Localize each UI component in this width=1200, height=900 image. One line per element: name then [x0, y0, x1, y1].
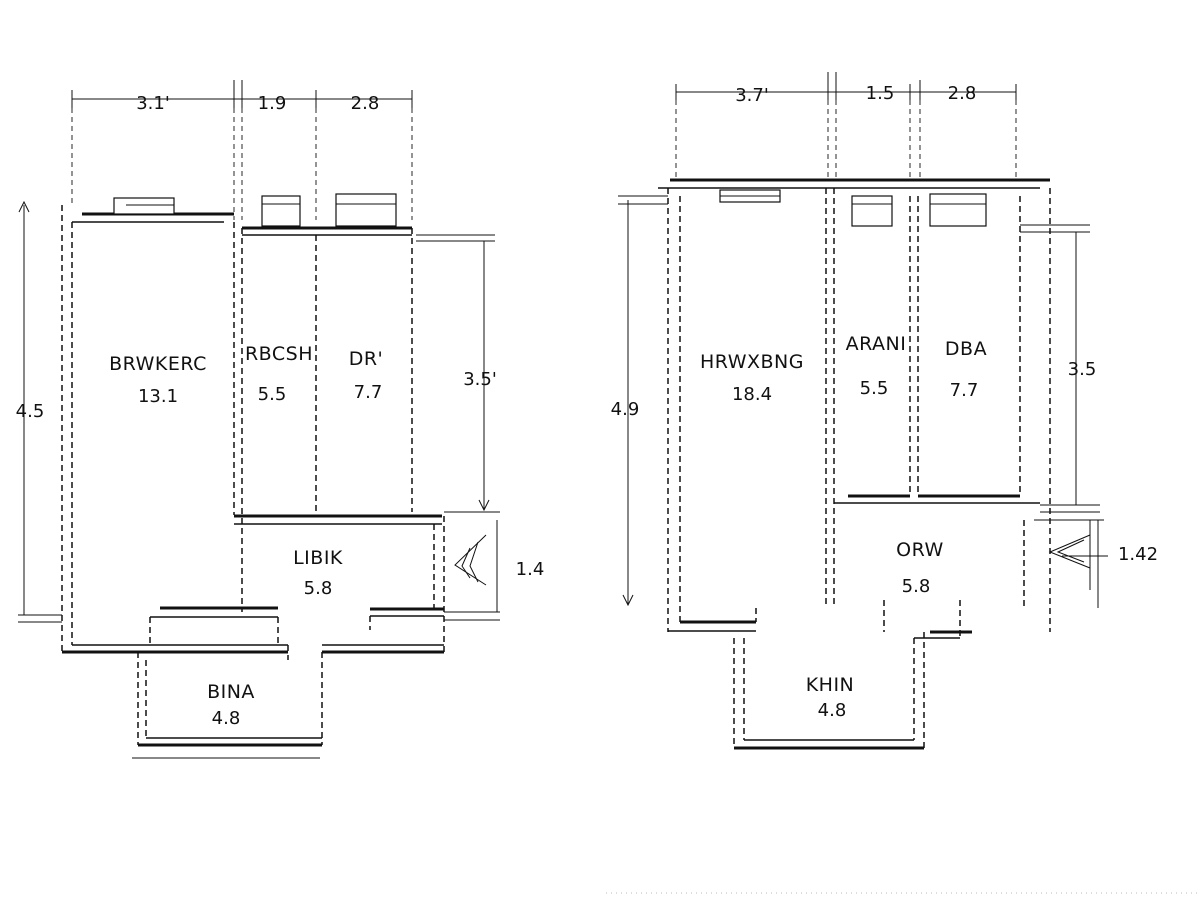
right-right-dimension — [1020, 224, 1104, 608]
right-windows — [719, 189, 987, 227]
dimension-label: 1.4 — [516, 559, 545, 580]
dimension-label: 3.7' — [735, 85, 769, 106]
window-icon — [261, 195, 301, 227]
dimension-label: 2.8 — [948, 83, 977, 104]
dimension-label: 1.9 — [258, 93, 287, 114]
dimension-label: 4.5 — [16, 401, 45, 422]
right-plan-labels: 3.7' 1.5 2.8 4.9 3.5 1.42 HRWXBNG 18.4 A… — [611, 83, 1158, 721]
room-name: RBCSH — [245, 343, 313, 365]
left-plan-labels: 3.1' 1.9 2.8 4.5 3.5' 1.4 BRWKERC 13.1 R… — [16, 93, 545, 729]
dimension-label: 3.5' — [463, 369, 497, 390]
left-door-swing — [454, 534, 487, 586]
dimension-label: 1.5 — [866, 83, 895, 104]
room-area: 5.5 — [860, 378, 889, 399]
room-name: ORW — [896, 539, 944, 561]
room-name: DBA — [945, 338, 987, 360]
right-plan — [606, 72, 1200, 894]
window-icon — [335, 193, 397, 227]
room-area: 18.4 — [732, 384, 772, 405]
room-name: KHIN — [806, 674, 855, 696]
window-icon — [113, 197, 175, 215]
room-name: ARANI — [846, 333, 907, 355]
dimension-label: 2.8 — [351, 93, 380, 114]
room-area: 7.7 — [354, 382, 383, 403]
right-top-dimension-chain — [675, 72, 1017, 180]
room-name: BRWKERC — [109, 353, 207, 375]
room-area: 5.5 — [258, 384, 287, 405]
dimension-label: 3.1' — [136, 93, 170, 114]
room-name: LIBIK — [293, 547, 343, 569]
right-height-dimension — [618, 195, 668, 607]
left-height-dimension — [18, 200, 62, 623]
left-windows — [113, 193, 397, 227]
room-area: 4.8 — [818, 700, 847, 721]
left-right-dimension — [416, 234, 500, 621]
right-walls — [658, 178, 1051, 750]
dimension-label: 3.5 — [1068, 359, 1097, 380]
room-area: 5.8 — [304, 578, 333, 599]
room-name: DR' — [349, 348, 384, 370]
window-icon — [851, 195, 893, 227]
left-plan — [18, 80, 500, 759]
left-top-dimension-chain — [71, 80, 413, 220]
room-area: 13.1 — [138, 386, 178, 407]
room-area: 4.8 — [212, 708, 241, 729]
dimension-label: 1.42 — [1118, 544, 1158, 565]
room-area: 5.8 — [902, 576, 931, 597]
window-icon — [929, 193, 987, 227]
dimension-label: 4.9 — [611, 399, 640, 420]
room-area: 7.7 — [950, 380, 979, 401]
room-name: BINA — [207, 681, 255, 703]
right-door-swing — [1048, 520, 1108, 590]
left-walls — [61, 205, 445, 759]
room-name: HRWXBNG — [700, 351, 804, 373]
